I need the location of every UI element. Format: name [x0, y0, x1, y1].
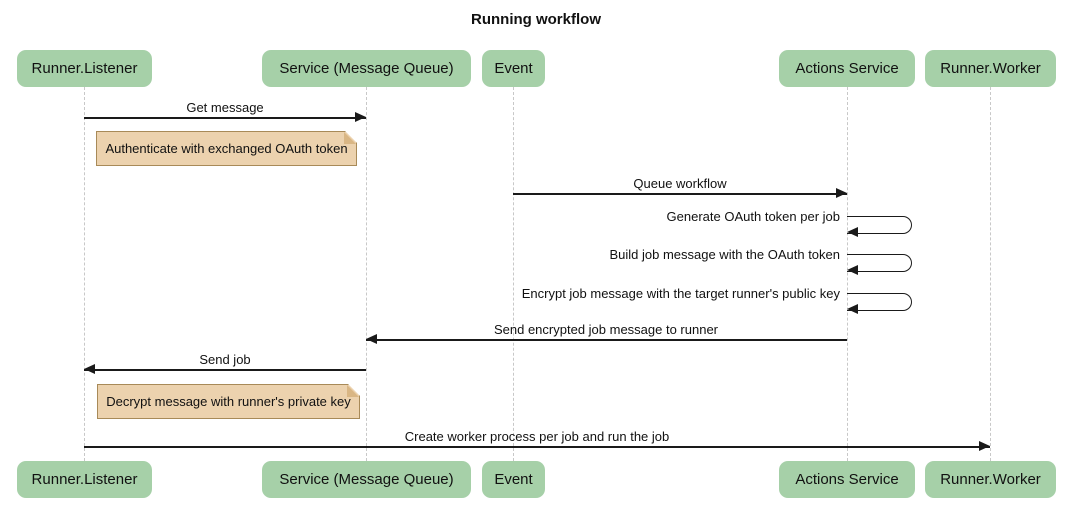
lifeline-runner-listener [84, 87, 85, 461]
message-line-get-message [84, 117, 366, 119]
participant-service-message-queue-bottom: Service (Message Queue) [262, 461, 471, 498]
note-text: Authenticate with exchanged OAuth token [105, 141, 348, 156]
diagram-title: Running workflow [471, 11, 601, 28]
note-fold-corner-icon [347, 385, 359, 397]
arrowhead-left-icon [366, 334, 377, 344]
participant-runner-listener-top: Runner.Listener [17, 50, 152, 87]
note-fold-corner-icon [344, 132, 356, 144]
self-loop-encrypt-job-message [847, 293, 912, 311]
participant-actions-service-bottom: Actions Service [779, 461, 915, 498]
participant-service-message-queue-top: Service (Message Queue) [262, 50, 471, 87]
note-text: Decrypt message with runner's private ke… [106, 394, 351, 409]
participant-runner-worker-top: Runner.Worker [925, 50, 1056, 87]
arrowhead-left-icon [84, 364, 95, 374]
message-label-encrypt-job-message: Encrypt job message with the target runn… [521, 286, 840, 301]
lifeline-event [513, 87, 514, 461]
participant-event-top: Event [482, 50, 545, 87]
arrowhead-left-icon [847, 227, 858, 237]
message-line-create-worker-process [84, 446, 990, 448]
message-label-get-message: Get message [186, 100, 264, 115]
arrowhead-left-icon [847, 304, 858, 314]
message-label-send-encrypted-job: Send encrypted job message to runner [493, 322, 719, 337]
self-loop-generate-oauth-token [847, 216, 912, 234]
arrowhead-right-icon [836, 188, 847, 198]
participant-runner-listener-bottom: Runner.Listener [17, 461, 152, 498]
lifeline-runner-worker [990, 87, 991, 461]
participant-runner-worker-bottom: Runner.Worker [925, 461, 1056, 498]
arrowhead-left-icon [847, 265, 858, 275]
self-loop-build-job-message [847, 254, 912, 272]
note-decrypt-message: Decrypt message with runner's private ke… [97, 384, 360, 419]
lifeline-service-message-queue [366, 87, 367, 461]
message-line-send-encrypted-job [366, 339, 847, 341]
arrowhead-right-icon [355, 112, 366, 122]
note-authenticate-oauth: Authenticate with exchanged OAuth token [96, 131, 357, 166]
message-line-queue-workflow [513, 193, 847, 195]
arrowhead-right-icon [979, 441, 990, 451]
message-label-generate-oauth-token: Generate OAuth token per job [666, 209, 840, 224]
participant-actions-service-top: Actions Service [779, 50, 915, 87]
message-line-send-job [84, 369, 366, 371]
message-label-send-job: Send job [199, 352, 251, 367]
message-label-build-job-message: Build job message with the OAuth token [609, 247, 840, 262]
message-label-queue-workflow: Queue workflow [633, 176, 727, 191]
participant-event-bottom: Event [482, 461, 545, 498]
message-label-create-worker-process: Create worker process per job and run th… [404, 429, 670, 444]
